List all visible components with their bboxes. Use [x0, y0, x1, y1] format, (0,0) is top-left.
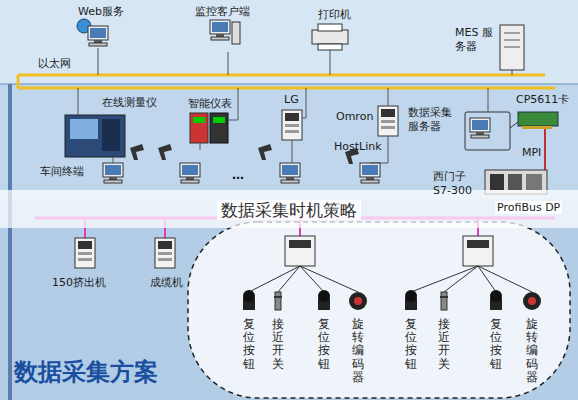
title: 数据采集时机策略 [217, 200, 361, 220]
bus-label: MPI [520, 146, 543, 159]
title-bar: 数据采集时机策略 [0, 199, 578, 222]
device-name: 监控客户端 [195, 5, 250, 19]
device-name: 数据采集 服务器 [408, 106, 458, 134]
device-name: 旋转编码器 [352, 318, 364, 384]
device-label: CP5611卡 [516, 93, 569, 107]
device-name: CP5611卡 [516, 93, 569, 107]
device-name: 智能仪表 [188, 97, 232, 111]
device-label: Web服务 [78, 5, 124, 19]
device-label: 数据采集 服务器 [408, 106, 458, 134]
bus-label: ProfiBus DP [495, 201, 562, 214]
device-label: 在线测量仪 [102, 96, 157, 110]
device-name: HostLink [334, 140, 382, 154]
device-label: 150挤出机 [52, 276, 106, 290]
sensor-label: 旋转编码器 [352, 318, 364, 384]
device-name: 旋转编码器 [526, 318, 538, 384]
sensor-label: 复位按钮 [405, 318, 417, 371]
device-name: 成缆机 [150, 276, 183, 290]
device-name: 复位按钮 [490, 318, 502, 371]
device-name: Web服务 [78, 5, 124, 19]
sensor-label: 接近开关 [272, 318, 284, 371]
device-label: MES 服务器 [455, 26, 495, 54]
device-name: 150挤出机 [52, 276, 106, 290]
device-name: 西门子 S7-300 [433, 170, 479, 198]
ellipsis: … [232, 168, 244, 182]
device-name: 复位按钮 [318, 318, 330, 371]
device-name: 复位按钮 [405, 318, 417, 371]
device-label: Omron [336, 110, 373, 124]
device-label: 打印机 [318, 8, 351, 22]
device-label: 成缆机 [150, 276, 183, 290]
sensor-label: 复位按钮 [490, 318, 502, 371]
device-name: 打印机 [318, 8, 351, 22]
sensor-label: 复位按钮 [243, 318, 255, 371]
device-label: LG [284, 93, 299, 107]
device-name: 接近开关 [438, 318, 450, 371]
device-name: Omron [336, 110, 373, 124]
sensor-label: 复位按钮 [318, 318, 330, 371]
device-label: 西门子 S7-300 [433, 170, 479, 198]
device-name: MES 服务器 [455, 26, 495, 54]
device-label: 车间终端 [40, 165, 84, 179]
device-name: 在线测量仪 [102, 96, 157, 110]
device-label: 智能仪表 [188, 97, 232, 111]
scheme-title: 数据采集方案 [14, 356, 158, 388]
device-label: 监控客户端 [195, 5, 250, 19]
sensor-label: 接近开关 [438, 318, 450, 371]
device-label: HostLink [334, 140, 382, 154]
sensor-label: 旋转编码器 [526, 318, 538, 384]
device-name: 车间终端 [40, 165, 84, 179]
device-name: LG [284, 93, 299, 107]
device-name: 接近开关 [272, 318, 284, 371]
device-name: 复位按钮 [243, 318, 255, 371]
network-label: 以太网 [38, 56, 71, 71]
